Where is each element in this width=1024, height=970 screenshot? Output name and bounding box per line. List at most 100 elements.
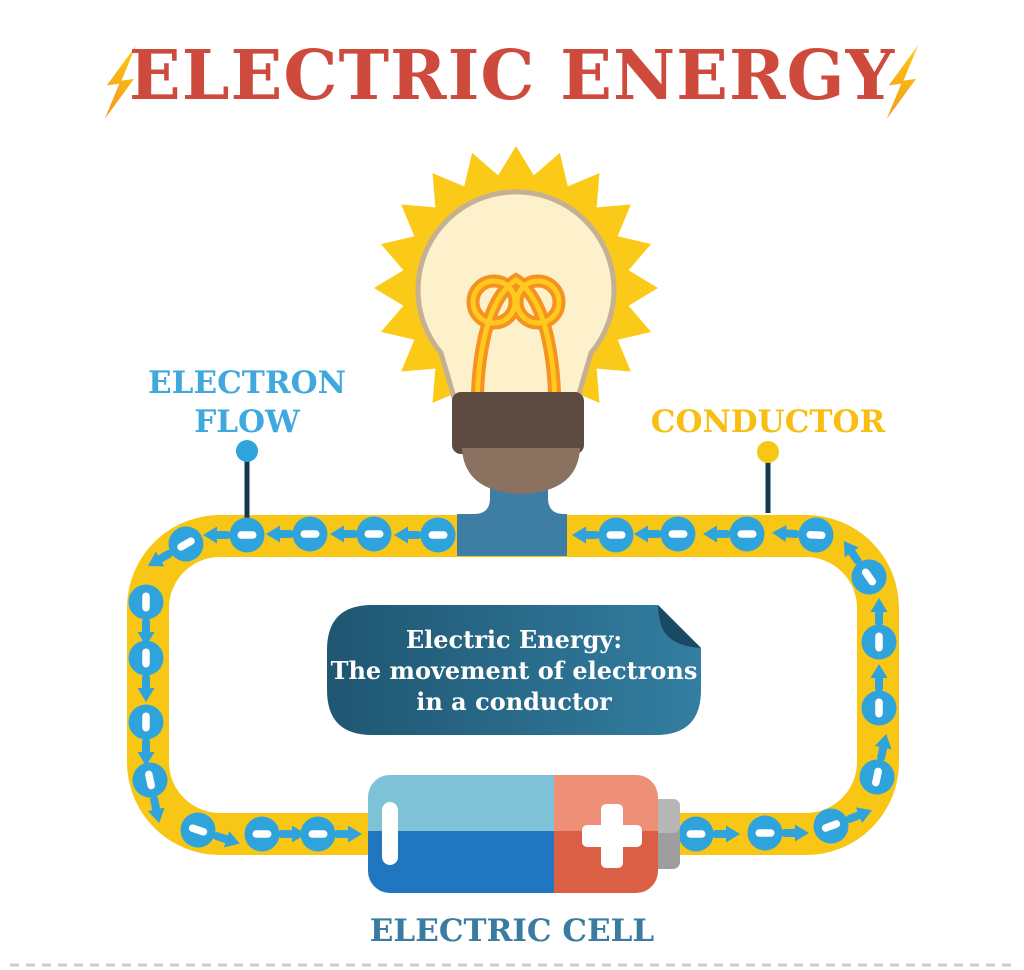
lightning-bolt-right-icon	[886, 45, 919, 120]
flow-arrow-head	[147, 551, 165, 567]
flow-arrow-head	[634, 525, 648, 543]
flow-arrow-head	[137, 688, 155, 702]
electron	[244, 816, 306, 852]
electrons-layer	[128, 516, 897, 852]
bulb-base	[462, 448, 580, 494]
minus-icon	[875, 698, 883, 718]
electron	[772, 517, 834, 553]
flow-arrow-head	[870, 598, 888, 612]
flow-arrow-head	[870, 664, 888, 678]
minus-icon	[872, 767, 882, 787]
electron-flow-label: ELECTRON FLOW	[130, 364, 364, 442]
info-box	[327, 605, 701, 735]
minus-icon	[188, 824, 208, 836]
battery-blue-bottom	[368, 831, 554, 893]
flow-arrow	[213, 832, 233, 844]
minus-icon	[686, 830, 706, 838]
flow-arrow-head	[855, 807, 873, 824]
flow-arrow-head	[874, 733, 892, 750]
battery-plus-icon	[582, 804, 642, 868]
minus-icon	[252, 830, 272, 838]
flow-arrow	[877, 741, 888, 762]
minus-icon	[606, 531, 626, 539]
info-box-line1: Electric Energy:	[405, 624, 623, 654]
electron	[266, 516, 328, 552]
electron	[859, 733, 895, 795]
flow-arrow-head	[394, 526, 408, 544]
flow-arrow	[845, 810, 865, 823]
info-box-line2: The movement of electrons	[330, 655, 698, 685]
electron	[813, 807, 873, 844]
flow-arrow-head	[223, 831, 240, 848]
info-box-fold	[658, 605, 701, 648]
flow-arrow	[154, 550, 173, 564]
electron	[128, 584, 164, 646]
electron	[132, 762, 168, 824]
electron	[128, 640, 164, 702]
minus-icon	[145, 770, 155, 790]
electron	[843, 540, 887, 595]
page-title: ELECTRIC ENERGY	[128, 36, 896, 116]
conductor-pointer-dot	[757, 441, 779, 463]
bulb-socket	[452, 392, 584, 454]
flow-arrow-head	[292, 825, 306, 843]
flow-arrow-head	[795, 824, 809, 842]
minus-icon	[668, 530, 688, 538]
electron	[203, 517, 265, 553]
info-box-line3: in a conductor	[416, 686, 612, 716]
electron	[330, 516, 392, 552]
electron-flow-label-line2: FLOW	[194, 404, 300, 440]
info-box-text: Electric Energy: The movement of electro…	[327, 605, 701, 735]
electron	[300, 816, 362, 852]
junction-connector	[457, 474, 567, 556]
minus-icon	[142, 592, 150, 612]
flow-arrow	[780, 529, 801, 538]
battery-minus-icon	[382, 802, 398, 865]
electron	[147, 526, 204, 567]
flow-arrow-head	[137, 632, 155, 646]
flow-arrow-head	[330, 525, 344, 543]
flow-arrow-head	[572, 526, 586, 544]
minus-icon	[875, 632, 883, 652]
minus-icon	[308, 830, 328, 838]
minus-icon	[300, 530, 320, 538]
flow-arrow-head	[703, 525, 717, 543]
battery-blue-top	[368, 775, 554, 831]
minus-icon	[821, 820, 841, 832]
electron	[703, 516, 765, 552]
electron-flow-pointer-dot	[236, 440, 258, 462]
electron	[180, 812, 240, 848]
conductor-pointer	[757, 441, 779, 513]
flow-arrow-head	[726, 825, 740, 843]
filament	[466, 272, 566, 447]
electron-flow-label-line1: ELECTRON	[148, 365, 346, 401]
flow-arrow-head	[843, 540, 859, 558]
minus-icon	[142, 648, 150, 668]
electron	[747, 815, 809, 851]
flow-arrow-head	[203, 526, 217, 544]
electric-cell-label: ELECTRIC CELL	[369, 913, 655, 949]
flow-arrow-head	[137, 752, 155, 766]
electron	[678, 816, 740, 852]
minus-icon	[755, 829, 775, 837]
electron	[572, 517, 634, 553]
electron	[861, 598, 897, 660]
flow-arrow	[150, 795, 161, 816]
minus-icon	[861, 568, 877, 586]
minus-icon	[428, 531, 448, 539]
battery	[368, 775, 680, 893]
minus-icon	[737, 530, 757, 538]
minus-icon	[806, 530, 826, 540]
flow-arrow-head	[348, 825, 362, 843]
flow-arrow-head	[266, 525, 280, 543]
electron	[634, 516, 696, 552]
electron	[394, 517, 456, 553]
minus-icon	[177, 537, 195, 551]
minus-icon	[237, 531, 257, 539]
lightning-bolt-left-icon	[104, 45, 137, 120]
flow-arrow-head	[147, 807, 165, 824]
conductor-label: CONDUCTOR	[650, 404, 886, 440]
flow-arrow-head	[772, 524, 787, 542]
